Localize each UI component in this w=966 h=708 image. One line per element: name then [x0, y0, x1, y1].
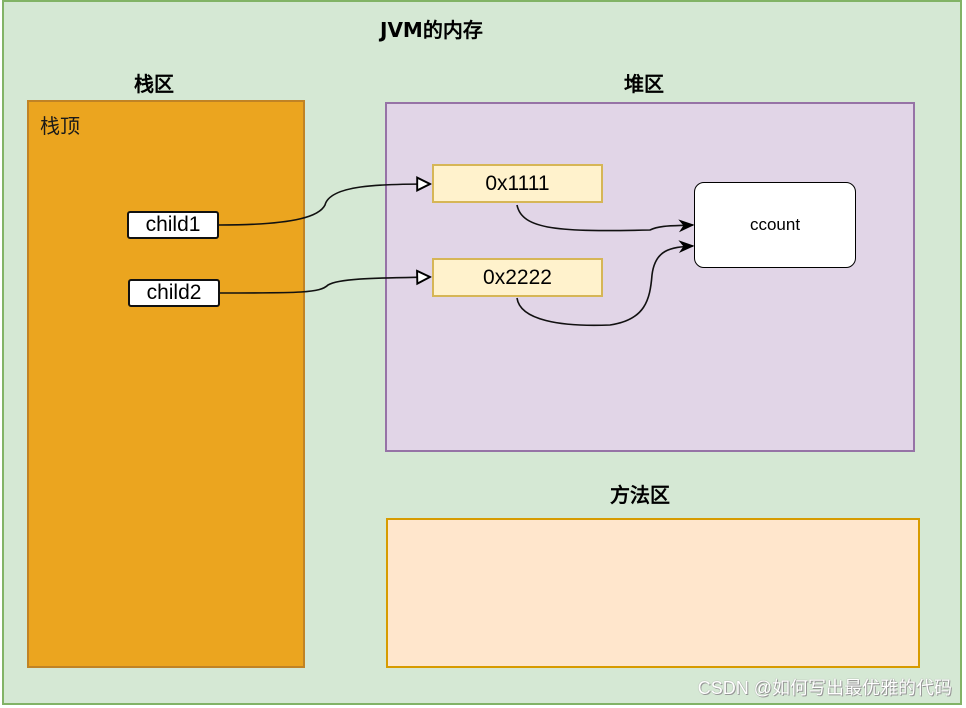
heap-object-ccount[interactable]: ccount: [694, 182, 856, 268]
method-area-region[interactable]: [386, 518, 920, 668]
stack-region[interactable]: [27, 100, 305, 668]
method-area-label: 方法区: [610, 483, 670, 507]
heap-ref-0x2222[interactable]: 0x2222: [432, 258, 603, 297]
stack-var-child1[interactable]: child1: [127, 211, 219, 239]
stack-var-child2[interactable]: child2: [128, 279, 220, 307]
diagram-title: JVM的内存: [380, 18, 483, 42]
stack-region-label: 栈区: [134, 72, 174, 96]
stack-top-label: 栈顶: [40, 114, 80, 138]
heap-region-label: 堆区: [624, 72, 664, 96]
heap-ref-0x1111[interactable]: 0x1111: [432, 164, 603, 203]
watermark: CSDN @如何写出最优雅的代码: [697, 678, 952, 698]
